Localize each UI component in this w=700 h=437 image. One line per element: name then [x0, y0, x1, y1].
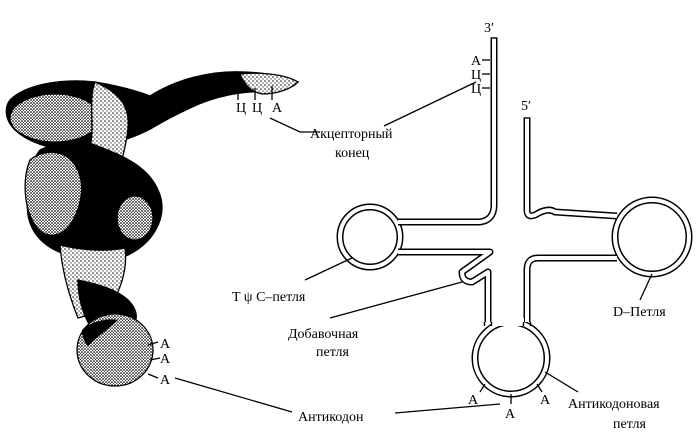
acceptor-stem-nucleotides: Ц Ц А	[471, 54, 490, 97]
anti-loop-a1: А	[468, 393, 479, 408]
extra-loop-label-2: петля	[316, 345, 349, 360]
anticodon-loop-label-1: Антикодоновая	[568, 397, 660, 412]
ribbon-nuc-a: А	[272, 101, 283, 116]
ribbon-anti-a1: А	[160, 337, 171, 352]
stem-nuc-c1: Ц	[471, 82, 481, 97]
ribbon-anti-a3: А	[160, 373, 171, 388]
extra-loop-label-1: Добавочная	[288, 327, 359, 342]
acceptor-end-label-1: Акцепторный	[310, 127, 393, 142]
d-loop-label: D–Петля	[613, 305, 666, 320]
leader-lines	[174, 81, 653, 414]
cloverleaf-stems	[398, 37, 618, 322]
end-3-label: 3′	[484, 21, 494, 36]
anticodon-loop-label-2: петля	[613, 417, 646, 432]
ribbon-anticodon-nucleotides: А А А	[147, 337, 171, 388]
ribbon-acceptor-nucleotides: Ц Ц А	[236, 86, 283, 116]
ribbon-model	[5, 71, 300, 387]
ribbon-nuc-c1: Ц	[236, 101, 246, 116]
ribbon-left-lobe	[24, 151, 83, 236]
ribbon-anti-a2: А	[160, 352, 171, 367]
anti-loop-a3: А	[540, 393, 551, 408]
end-5-label: 5′	[521, 99, 531, 114]
ribbon-anticodon-bulb	[76, 313, 154, 387]
ribbon-d-arm-stipple	[9, 93, 101, 143]
anti-loop-a2: А	[505, 407, 516, 422]
stem-nuc-c2: Ц	[471, 68, 481, 83]
ribbon-knot	[116, 195, 154, 241]
ribbon-anticodon-bulb-shade	[82, 319, 118, 346]
cloverleaf	[336, 37, 693, 398]
tpsi-loop-label: T ψ C–петля	[232, 290, 306, 305]
acceptor-end-label-2: конец	[335, 146, 370, 161]
anticodon-loop-nucleotides: А А А	[468, 383, 551, 422]
stem-nuc-a: А	[471, 54, 482, 69]
ribbon-nuc-c2: Ц	[252, 101, 262, 116]
anticodon-label: Антикодон	[298, 410, 364, 425]
